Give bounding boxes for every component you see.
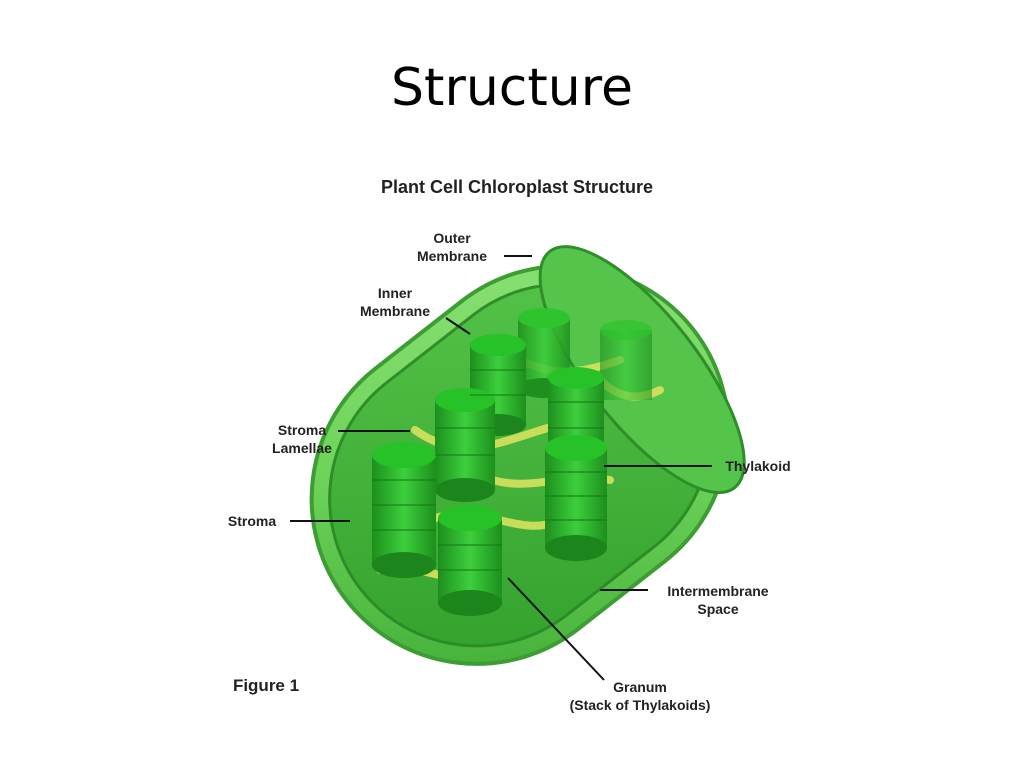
- granum-5: [545, 435, 607, 561]
- grana: [372, 308, 652, 616]
- granum-4: [372, 442, 436, 578]
- label-thylakoid: Thylakoid: [725, 458, 790, 474]
- granum-3: [435, 388, 495, 502]
- label-intermembrane-space-1: Intermembrane: [667, 583, 768, 599]
- label-granum-1: Granum: [613, 679, 667, 695]
- label-stroma: Stroma: [228, 513, 276, 529]
- label-stroma-lamellae-2: Lamellae: [272, 440, 332, 456]
- figure-caption: Figure 1: [233, 676, 299, 695]
- granum-back-2: [600, 320, 652, 400]
- slide-title: Structure: [391, 58, 633, 118]
- chloroplast-body: [309, 245, 746, 666]
- label-outer-membrane-1: Outer: [433, 230, 471, 246]
- label-inner-membrane-1: Inner: [378, 285, 413, 301]
- label-outer-membrane-2: Membrane: [417, 248, 487, 264]
- label-intermembrane-space-2: Space: [697, 601, 738, 617]
- label-inner-membrane-2: Membrane: [360, 303, 430, 319]
- figure-title: Plant Cell Chloroplast Structure: [381, 177, 653, 197]
- leader-lines: [290, 255, 712, 681]
- label-stroma-lamellae-1: Stroma: [278, 422, 326, 438]
- granum-6: [438, 505, 502, 616]
- label-granum-2: (Stack of Thylakoids): [570, 697, 711, 713]
